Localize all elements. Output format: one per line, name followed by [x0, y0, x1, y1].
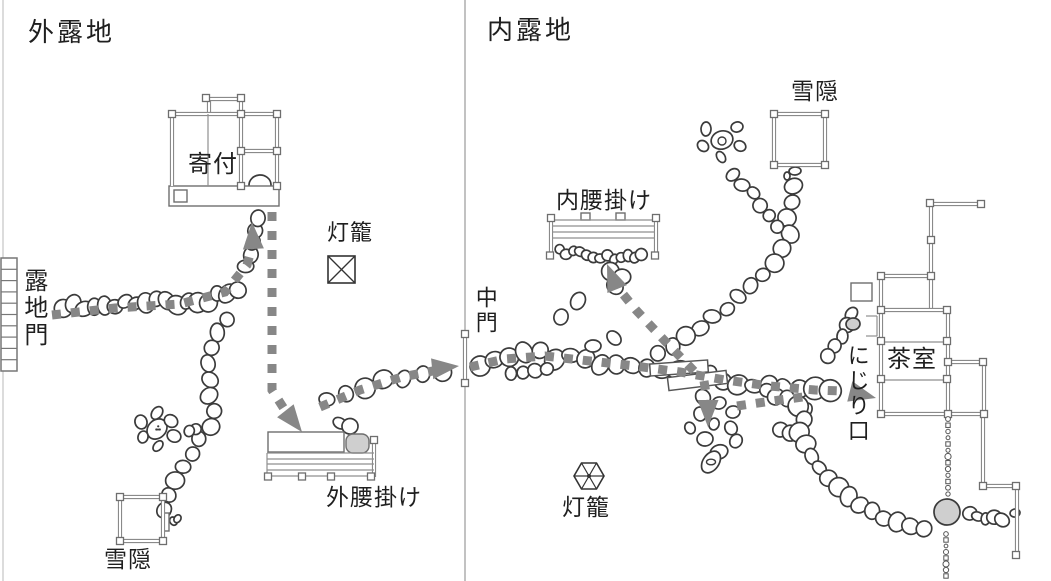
arrow-to-nijiriguchi — [847, 381, 876, 402]
yoritsuki-building — [167, 93, 282, 207]
route-to-inner-bench — [614, 285, 698, 375]
lantern-outer-label: 灯籠 — [327, 220, 374, 245]
yoritsuki-label: 寄付 — [188, 151, 238, 178]
lantern-outer-icon — [327, 255, 356, 284]
arrow-to-outer-bench — [277, 404, 302, 432]
inner-bench-label: 内腰掛け — [556, 187, 652, 213]
big-gray-stone — [933, 498, 961, 526]
inner-area-label: 内露地 — [487, 15, 575, 45]
privy-door-stones — [168, 513, 182, 527]
arrow-to-inner-bench — [607, 264, 627, 293]
chumon-gate — [460, 329, 470, 388]
tea-room-label: 茶室 — [887, 346, 937, 373]
outer-bench-structure — [263, 431, 379, 481]
chumon-label: 中門 — [472, 286, 498, 336]
drip-chain-upper — [944, 416, 952, 497]
to-outer-privy-stones — [155, 311, 235, 519]
roji-gate-label: 露地門 — [19, 268, 47, 349]
outer-bench-label: 外腰掛け — [326, 484, 422, 510]
privy-inner-cluster — [696, 121, 747, 164]
drip-chain-lower — [942, 531, 950, 579]
right-of-gray-stones — [961, 505, 1011, 528]
big-curve-stones — [787, 395, 933, 538]
route-to-tsukubai — [699, 380, 712, 401]
privy-curve-stones — [649, 177, 804, 362]
privy-left-chain — [725, 167, 785, 234]
route-inner-main — [468, 351, 843, 396]
gray-step-stone — [845, 317, 861, 331]
route-yoritsuki-to-bench — [267, 212, 292, 418]
under-inner-bench-stones — [554, 243, 649, 266]
nijiriguchi-label: にじり口 — [844, 344, 870, 444]
privy-outer-label: 雪隠 — [104, 546, 152, 572]
privy-inner-building — [769, 109, 830, 170]
privy-link-stones — [183, 422, 203, 438]
privy-outer-building — [115, 492, 170, 546]
tsukubai-outer — [134, 405, 182, 453]
tsukubai-inner — [683, 388, 744, 474]
roji-gate-structure — [0, 257, 18, 372]
inner-bench-structure — [545, 212, 661, 260]
below-main-stones — [504, 361, 555, 382]
privy-inner-label: 雪隠 — [791, 78, 839, 104]
lantern-inner-label: 灯籠 — [562, 494, 610, 520]
outer-area-label: 外露地 — [28, 17, 116, 47]
route-gate-to-yoritsuki — [51, 238, 259, 320]
route-bench-to-chumon — [318, 365, 439, 412]
arrow-through-chumon — [431, 358, 459, 380]
arrow-to-yoritsuki — [242, 222, 264, 250]
tea-room-building — [850, 198, 1021, 560]
arrow-to-tsukubai — [697, 400, 719, 427]
mid-garden-stones — [553, 291, 622, 353]
approach-stones — [53, 281, 247, 319]
privy-inner-door-stones — [783, 166, 802, 181]
lantern-inner-icon — [573, 462, 605, 490]
